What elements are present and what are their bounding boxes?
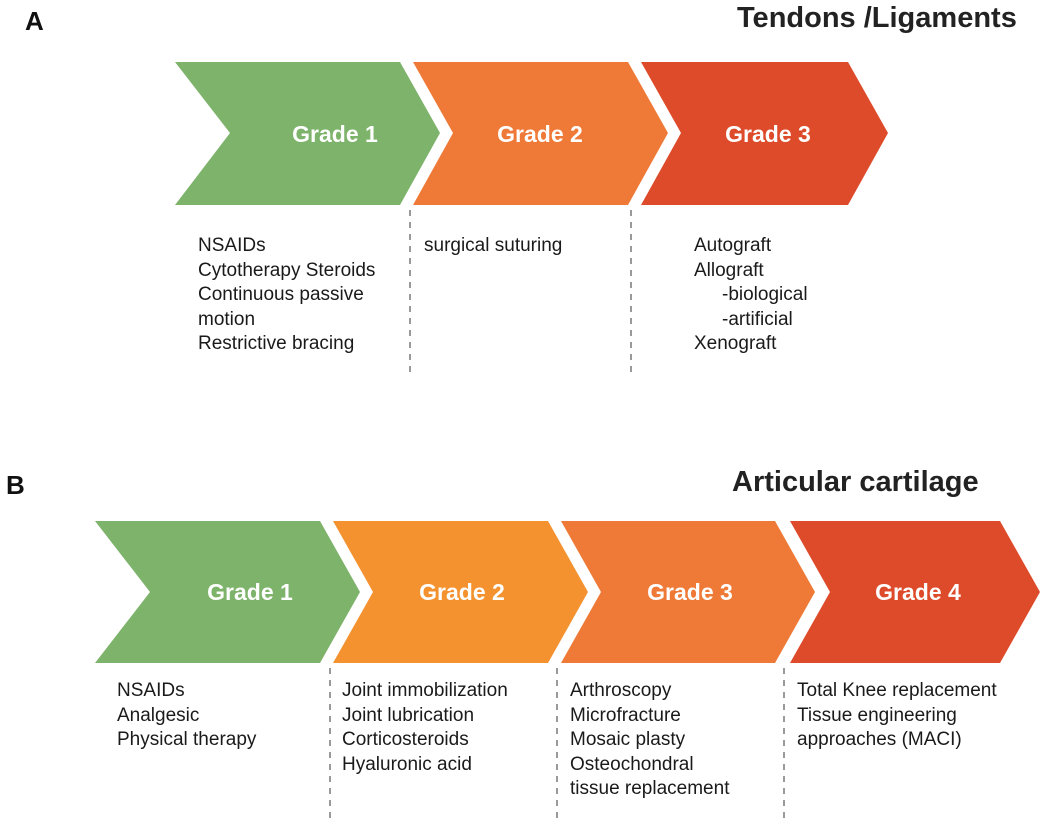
list-item: Arthroscopy (570, 680, 672, 701)
panel-b-title: Articular cartilage (732, 466, 979, 498)
panel-b-grade-1-treatments: NSAIDs Analgesic Physical therapy (117, 679, 256, 753)
list-item: NSAIDs (117, 680, 185, 701)
list-item: motion (198, 308, 256, 330)
panel-a-grade-1-label: Grade 1 (292, 121, 378, 147)
panel-a-grade-2-chevron: Grade 2 (413, 62, 668, 205)
panel-a-title: Tendons /Ligaments (737, 2, 1017, 34)
panel-a-grade-2-treatments: surgical suturing (424, 234, 562, 259)
list-item: Tissue engineering (797, 704, 957, 726)
panel-b-grade-2-label: Grade 2 (419, 579, 505, 605)
panel-a-grade-3-treatments: Autograft Allograft -biological -artific… (694, 234, 808, 357)
list-item: -biological (722, 284, 808, 305)
list-item: Restrictive bracing (198, 333, 355, 354)
list-item: tissue replacement (570, 778, 730, 799)
panel-b-grade-1-chevron: Grade 1 (95, 521, 360, 663)
list-item: Total Knee replacement (797, 680, 997, 701)
panel-b-grade-4-chevron: Grade 4 (790, 521, 1040, 663)
panel-a-grade-3-label: Grade 3 (725, 121, 811, 147)
list-item: Hyaluronic acid (342, 753, 472, 775)
list-item: approaches (MACI) (797, 729, 962, 750)
list-item: Joint lubrication (342, 704, 475, 726)
panel-b-grade-2-treatments: Joint immobilization Joint lubrication C… (342, 679, 508, 777)
list-item: Joint immobilization (342, 680, 508, 701)
list-item: Microfracture (570, 704, 681, 726)
list-item: Physical therapy (117, 729, 257, 750)
panel-b-grade-4-treatments: Total Knee replacement Tissue engineerin… (797, 679, 997, 753)
list-item: Corticosteroids (342, 729, 469, 750)
panel-b-grade-4-label: Grade 4 (875, 579, 961, 605)
list-item: Continuous passive (198, 284, 364, 305)
panel-a-grade-3-chevron: Grade 3 (641, 62, 888, 205)
list-item: Autograft (694, 235, 772, 256)
list-item: Mosaic plasty (570, 729, 686, 750)
panel-b-grade-1-label: Grade 1 (207, 579, 293, 605)
list-item: NSAIDs (198, 235, 266, 256)
panel-a-letter: A (25, 6, 44, 36)
list-item: Osteochondral (570, 753, 694, 775)
list-item: Xenograft (694, 333, 777, 354)
panel-b-grade-3-chevron: Grade 3 (561, 521, 815, 663)
panel-a-grade-1-chevron: Grade 1 (175, 62, 440, 205)
panel-b-grade-3-treatments: Arthroscopy Microfracture Mosaic plasty … (570, 679, 729, 802)
panel-b-grade-3-label: Grade 3 (647, 579, 733, 605)
panel-a-grade-1-treatments: NSAIDs Cytotherapy Steroids Continuous p… (198, 234, 375, 357)
list-item: -artificial (722, 308, 793, 330)
panel-a-grade-2-label: Grade 2 (497, 121, 583, 147)
list-item: surgical suturing (424, 235, 563, 256)
panel-b-letter: B (6, 470, 25, 500)
list-item: Analgesic (117, 704, 200, 726)
list-item: Allograft (694, 259, 764, 281)
list-item: Cytotherapy Steroids (198, 259, 376, 281)
panel-b-grade-2-chevron: Grade 2 (333, 521, 588, 663)
